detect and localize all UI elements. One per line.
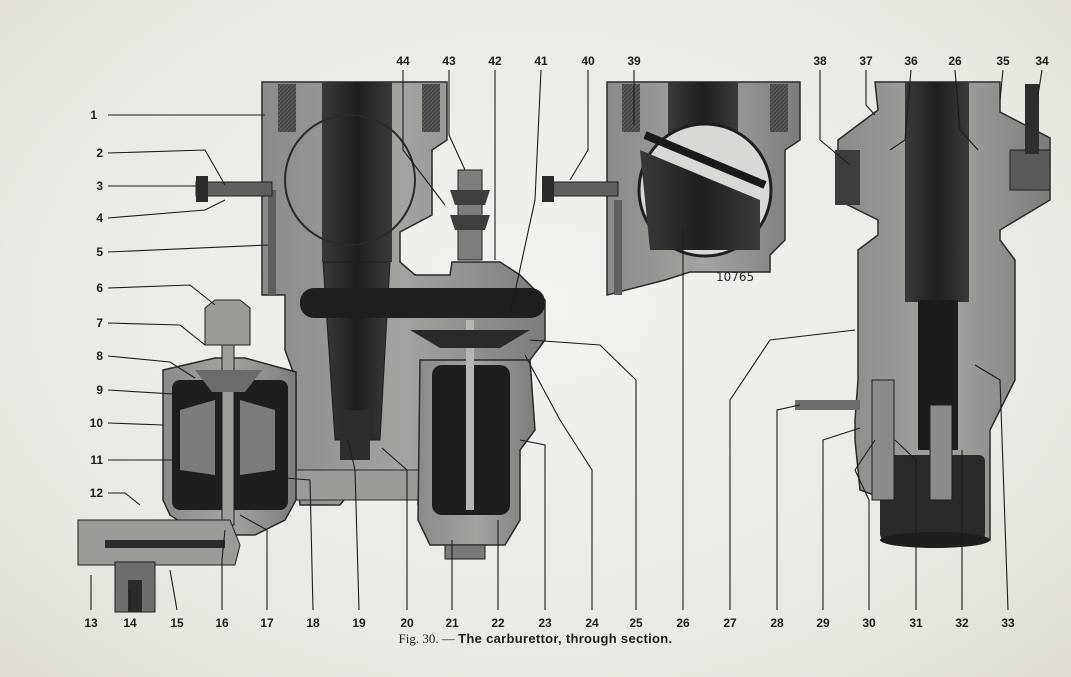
callout-22: 22 xyxy=(491,616,505,630)
callout-16: 16 xyxy=(215,616,229,630)
callout-5: 5 xyxy=(96,245,103,259)
callout-2: 2 xyxy=(96,146,103,160)
callout-40: 40 xyxy=(581,54,595,68)
callout-28: 28 xyxy=(770,616,784,630)
callout-18: 18 xyxy=(306,616,320,630)
callout-17: 17 xyxy=(260,616,274,630)
callout-29: 29 xyxy=(816,616,830,630)
callout-23: 23 xyxy=(538,616,552,630)
callout-34: 34 xyxy=(1035,54,1049,68)
callout-20: 20 xyxy=(400,616,414,630)
callout-8: 8 xyxy=(96,349,103,363)
callout-7: 7 xyxy=(96,316,103,330)
float-chamber-section xyxy=(77,299,297,613)
callout-32: 32 xyxy=(955,616,969,630)
callout-42: 42 xyxy=(488,54,502,68)
caption-title: The carburettor, through section. xyxy=(458,631,673,646)
callout-26-top: 26 xyxy=(948,54,962,68)
callout-6: 6 xyxy=(96,281,103,295)
callout-31: 31 xyxy=(909,616,923,630)
callout-10: 10 xyxy=(90,416,104,430)
callout-44: 44 xyxy=(396,54,410,68)
callout-13: 13 xyxy=(84,616,98,630)
callout-36: 36 xyxy=(904,54,918,68)
callout-33: 33 xyxy=(1001,616,1015,630)
callout-14: 14 xyxy=(123,616,137,630)
plate-number: 10765 xyxy=(716,270,755,284)
callout-35: 35 xyxy=(996,54,1010,68)
callout-27: 27 xyxy=(723,616,737,630)
callout-12: 12 xyxy=(90,486,104,500)
caption-prefix: Fig. 30. — xyxy=(398,631,459,646)
callout-11: 11 xyxy=(90,453,103,467)
throttle-barrel-section xyxy=(542,81,801,296)
figure-caption: Fig. 30. — The carburettor, through sect… xyxy=(0,631,1071,647)
callout-15: 15 xyxy=(170,616,184,630)
callout-37: 37 xyxy=(859,54,873,68)
callout-21: 21 xyxy=(445,616,459,630)
callout-3: 3 xyxy=(96,179,103,193)
callout-26: 26 xyxy=(676,616,690,630)
callout-1: 1 xyxy=(90,108,97,122)
callout-24: 24 xyxy=(585,616,599,630)
callout-39: 39 xyxy=(627,54,641,68)
callout-43: 43 xyxy=(442,54,456,68)
callout-19: 19 xyxy=(352,616,366,630)
callout-38: 38 xyxy=(813,54,827,68)
vertical-section xyxy=(795,81,1051,548)
callout-41: 41 xyxy=(534,54,548,68)
callout-25: 25 xyxy=(629,616,643,630)
callout-30: 30 xyxy=(862,616,876,630)
leader-lines xyxy=(90,69,1043,611)
callout-9: 9 xyxy=(96,383,103,397)
jet-chamber-section xyxy=(410,320,536,560)
callout-numbers: 1 2 3 4 5 6 7 8 9 10 11 12 44 43 42 41 4… xyxy=(84,54,1049,630)
callout-4: 4 xyxy=(96,211,103,225)
